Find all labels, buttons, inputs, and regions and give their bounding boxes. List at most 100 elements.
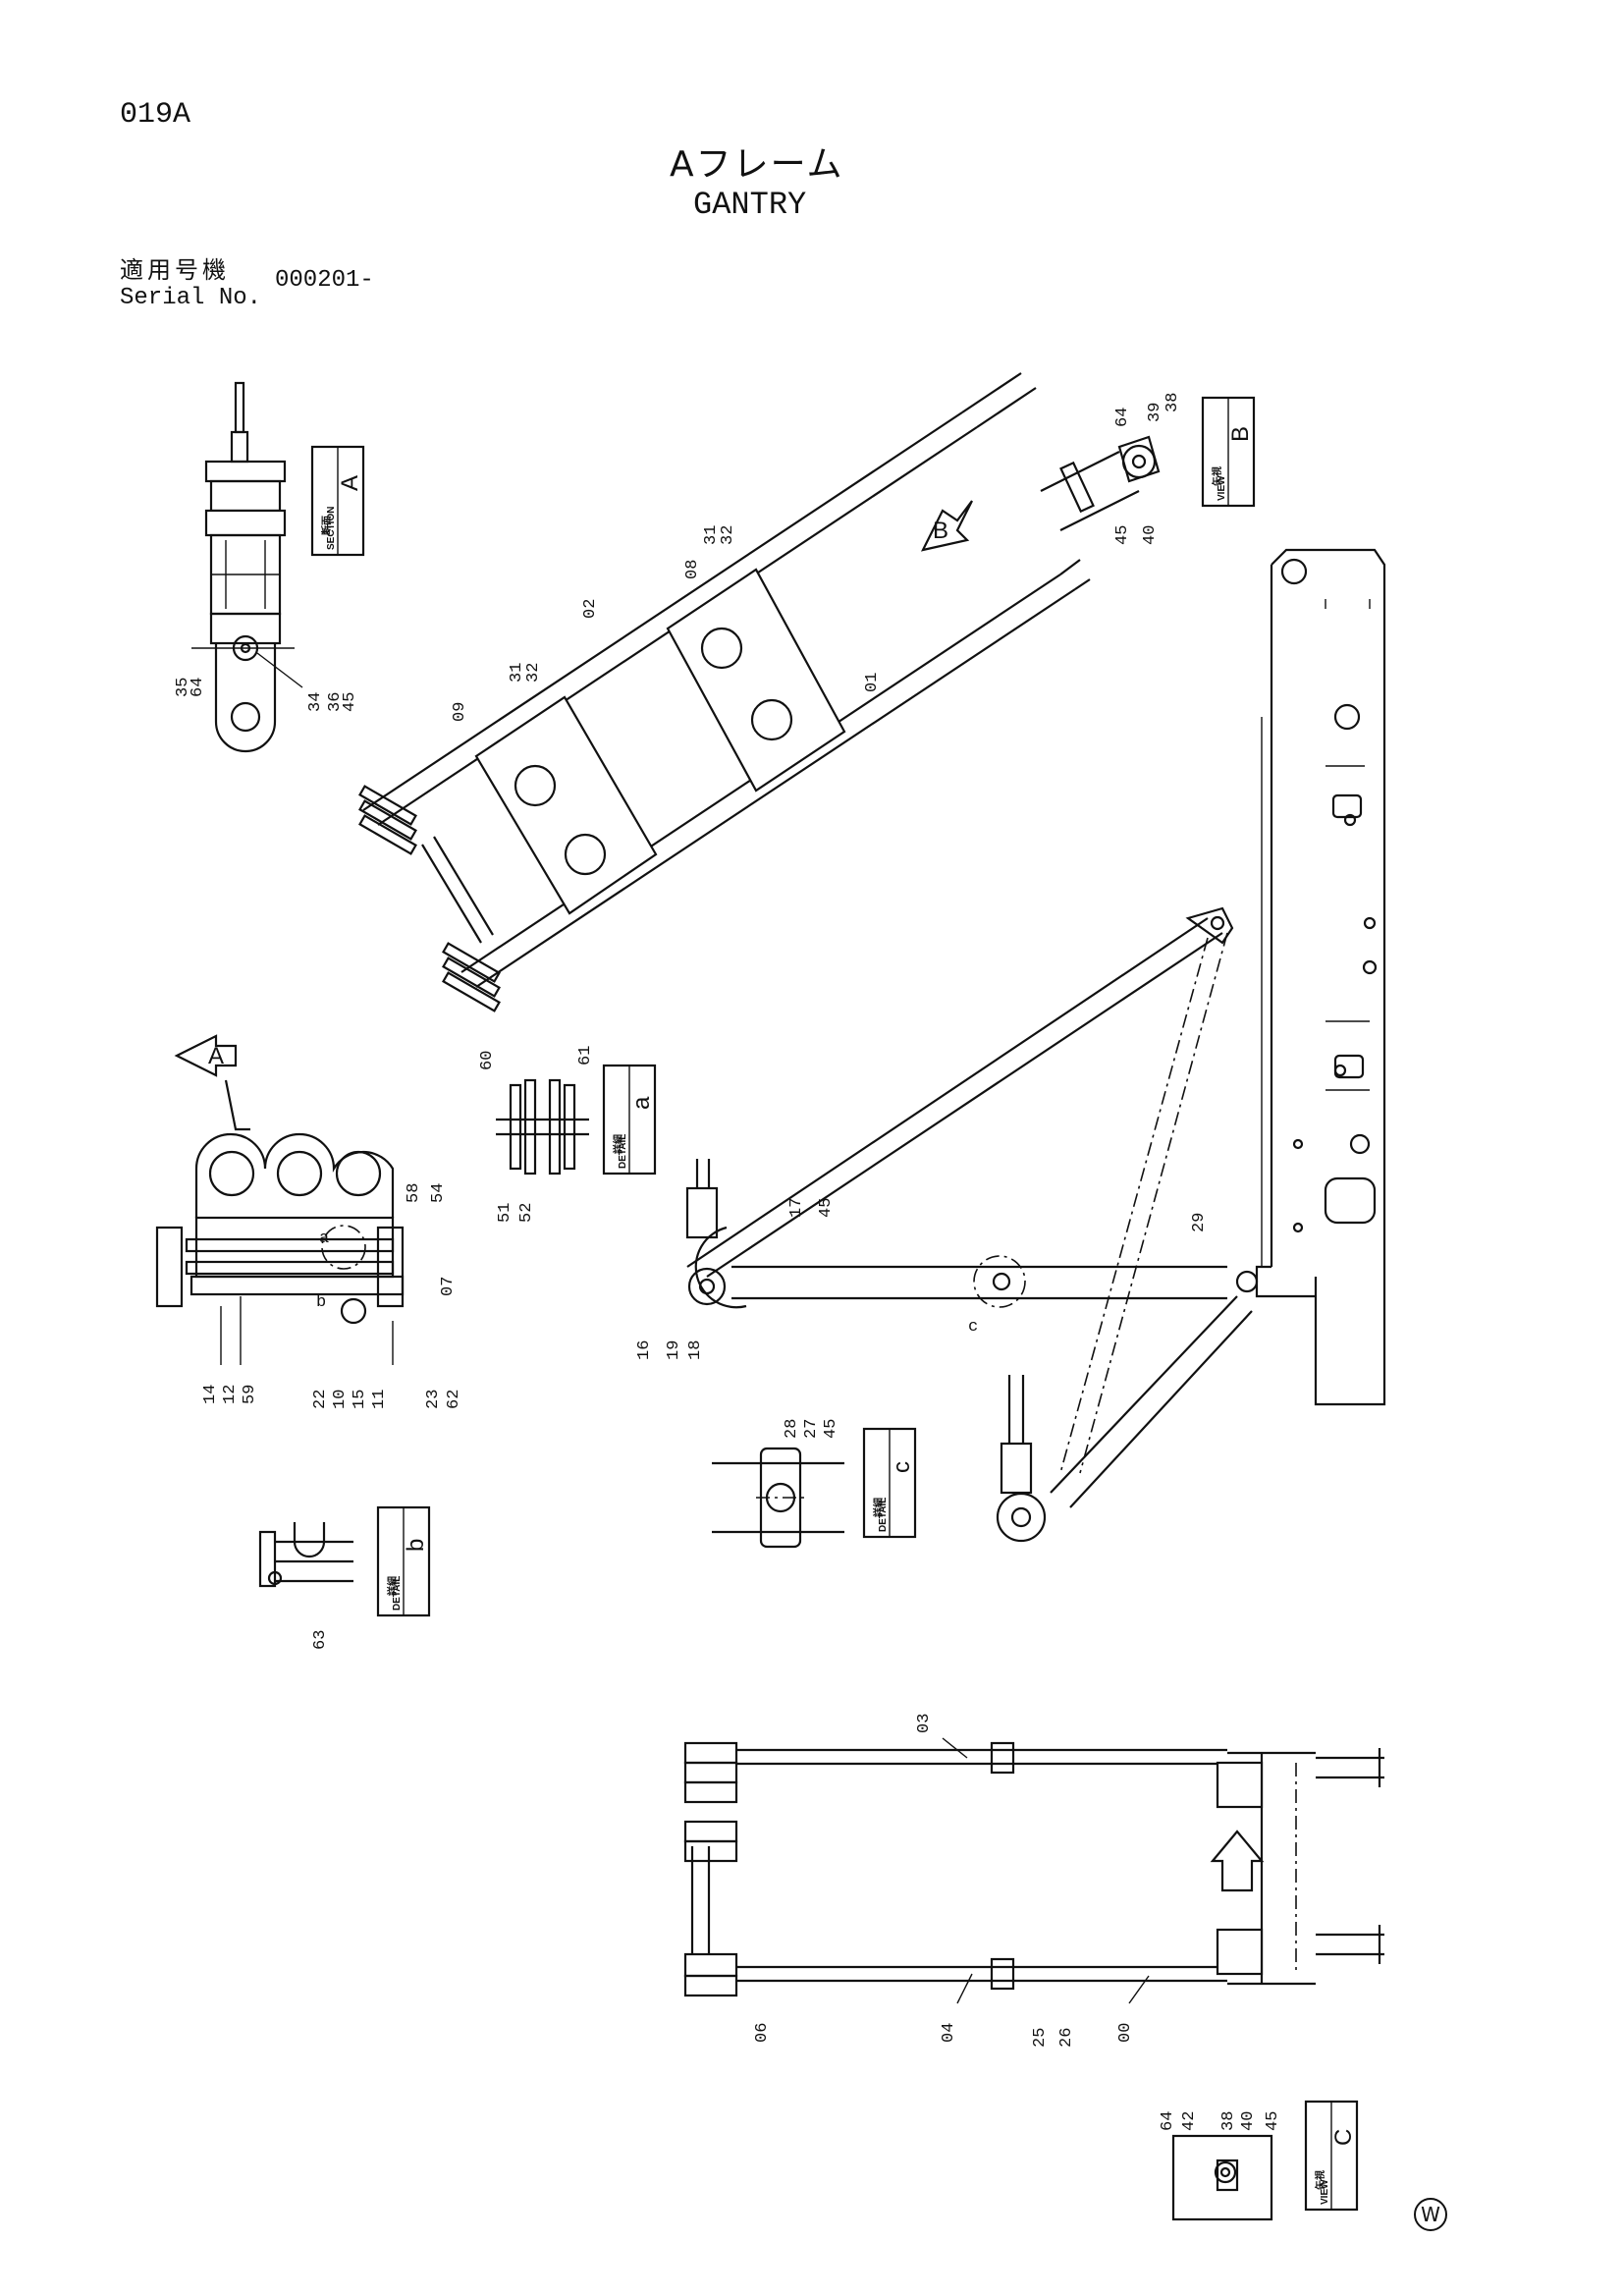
ref-letter-c: c [968, 1318, 978, 1337]
part-02: 02 [581, 599, 600, 619]
view-b-type-jp: 矢視 [1211, 466, 1223, 486]
part-62: 62 [445, 1390, 463, 1409]
view-c-detail [1171, 2134, 1273, 2221]
part-26: 26 [1057, 2028, 1076, 2048]
detail-a-assembly [155, 1079, 405, 1325]
view-c-type-jp: 矢視 [1314, 2170, 1326, 2190]
part-39: 39 [1146, 403, 1164, 422]
gantry-plan-view [683, 1741, 1384, 1997]
part-29: 29 [1190, 1213, 1209, 1232]
part-45-view-b: 45 [1113, 525, 1132, 545]
part-35: 35 [174, 678, 192, 697]
section-a-type-en: SECTION [326, 507, 337, 550]
part-31-upper: 31 [702, 525, 721, 545]
detail-b-label: 詳細 DETAIL b [376, 1505, 431, 1617]
part-40-view-b: 40 [1141, 525, 1160, 545]
ref-letter-a: a [319, 1230, 329, 1248]
part-00: 00 [1116, 2023, 1135, 2043]
detail-b-type-en: DETAIL [392, 1576, 403, 1611]
part-27: 27 [802, 1419, 821, 1439]
corner-mark: W [1414, 2198, 1447, 2231]
part-15: 15 [351, 1390, 369, 1409]
part-22: 22 [311, 1390, 330, 1409]
part-31-lower: 31 [508, 663, 526, 683]
part-14: 14 [201, 1385, 220, 1404]
part-18: 18 [686, 1340, 705, 1360]
part-63: 63 [311, 1630, 330, 1650]
view-b-type-en: VIEW [1217, 475, 1227, 501]
part-60: 60 [478, 1051, 497, 1070]
detail-b-letter: b [403, 1539, 429, 1552]
detail-a-letter: a [628, 1096, 655, 1110]
section-a-type-jp: 断面 [320, 516, 333, 535]
part-28: 28 [783, 1419, 801, 1439]
part-07: 07 [439, 1277, 458, 1296]
part-45-detail-c: 45 [822, 1419, 840, 1439]
section-a-arrow: A [174, 1034, 238, 1077]
part-45-view-c: 45 [1264, 2111, 1282, 2131]
view-b-arrow: B [920, 500, 973, 552]
section-a-view [191, 381, 295, 753]
serial-number-value: 000201- [275, 267, 374, 294]
part-58: 58 [405, 1183, 423, 1203]
part-08: 08 [683, 560, 702, 579]
detail-a-type-jp: 詳細 [612, 1134, 624, 1154]
part-23: 23 [424, 1390, 443, 1409]
part-38-view-c: 38 [1219, 2111, 1238, 2131]
part-01: 01 [863, 673, 882, 692]
part-42: 42 [1180, 2111, 1199, 2131]
view-b-detail [1040, 435, 1161, 531]
part-64-section: 64 [189, 678, 207, 697]
part-09: 09 [451, 702, 469, 722]
view-c-label: 矢視 VIEW C [1304, 2100, 1359, 2212]
arrow-a-letter: A [208, 1043, 224, 1069]
view-c-letter: C [1330, 2129, 1357, 2146]
detail-c-label: 詳細 DETAIL c [862, 1427, 917, 1539]
detail-c-type-en: DETAIL [878, 1498, 889, 1532]
part-52: 52 [517, 1203, 536, 1223]
part-51: 51 [496, 1203, 514, 1223]
ref-letter-b: b [316, 1293, 326, 1312]
part-17: 17 [787, 1198, 806, 1218]
boom-perspective [358, 372, 1091, 1012]
part-12: 12 [221, 1385, 240, 1404]
title-english: GANTRY [693, 187, 807, 223]
part-64-view-c: 64 [1159, 2111, 1177, 2131]
detail-a-small [496, 1078, 589, 1175]
main-frame-side-view [1255, 548, 1386, 1406]
detail-c-letter: c [889, 1461, 915, 1473]
part-45-link: 45 [817, 1198, 836, 1218]
view-b-letter: B [1227, 426, 1254, 442]
detail-b-view [258, 1522, 353, 1588]
part-06: 06 [753, 2023, 772, 2043]
detail-c-view [712, 1447, 844, 1549]
part-38-view-b: 38 [1163, 393, 1182, 412]
page-code: 019A [120, 98, 191, 132]
part-32-upper: 32 [719, 525, 737, 545]
part-45-section: 45 [341, 692, 359, 712]
gantry-links [685, 906, 1259, 1543]
detail-b-type-jp: 詳細 [386, 1576, 399, 1596]
detail-a-label: 詳細 DETAIL a [602, 1064, 657, 1175]
part-40-view-c: 40 [1239, 2111, 1258, 2131]
part-11: 11 [370, 1390, 389, 1409]
arrow-b-letter: B [933, 518, 948, 544]
part-04: 04 [940, 2023, 958, 2043]
part-54: 54 [429, 1183, 448, 1203]
view-c-type-en: VIEW [1320, 2179, 1330, 2205]
serial-label-japanese: 適用号機 [120, 256, 230, 284]
part-36: 36 [326, 692, 345, 712]
part-25: 25 [1031, 2028, 1050, 2048]
part-59: 59 [241, 1385, 259, 1404]
detail-a-type-en: DETAIL [618, 1134, 628, 1169]
part-34: 34 [306, 692, 325, 712]
title-japanese: Aフレーム [670, 144, 844, 185]
part-16: 16 [635, 1340, 654, 1360]
view-b-label: 矢視 VIEW B [1201, 396, 1256, 508]
part-64-view-b: 64 [1113, 408, 1132, 427]
part-10: 10 [331, 1390, 350, 1409]
part-03: 03 [915, 1714, 934, 1733]
part-19: 19 [665, 1340, 683, 1360]
serial-label-english: Serial No. [120, 285, 262, 311]
